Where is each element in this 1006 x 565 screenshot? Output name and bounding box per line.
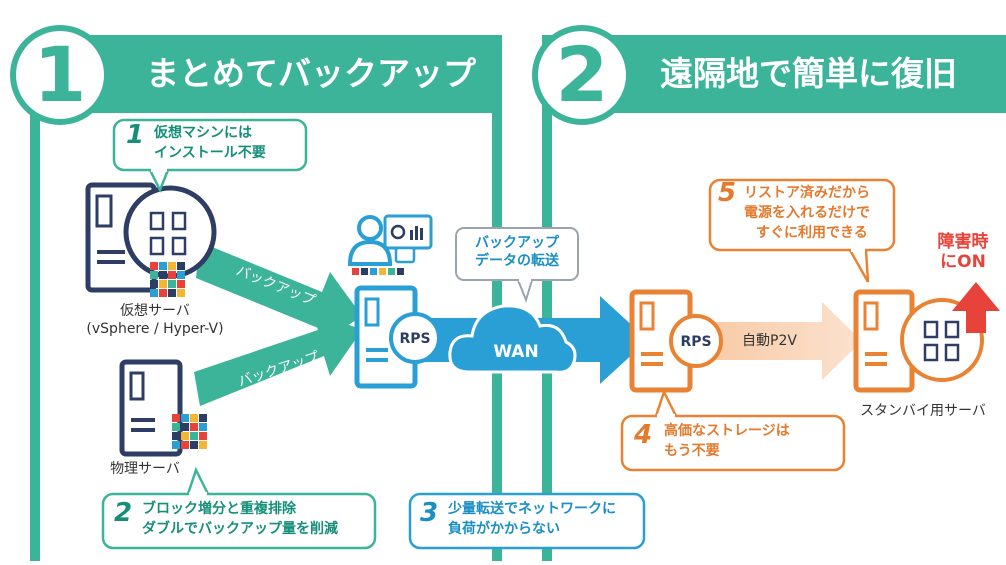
transfer-label: バックアップ データの転送 — [456, 234, 578, 270]
physical-server-label: 物理サーバ — [110, 461, 180, 477]
callout-1-line1: 仮想マシンには — [154, 125, 252, 141]
rps-main-server-icon — [354, 285, 441, 389]
callout-1-number: 1 — [126, 120, 145, 150]
virtual-server-label: 仮想サーバ (vSphere / Hyper-V) — [60, 302, 250, 338]
standby-server-icon — [853, 289, 984, 393]
section-2-title: 遠隔地で簡単に復旧 — [660, 54, 957, 93]
callout-5-number: 5 — [718, 178, 737, 208]
p2v-arrow — [700, 302, 862, 380]
callout-3-line1: 少量転送でネットワークに — [448, 501, 616, 517]
callout-3-box — [408, 492, 646, 550]
transfer-callout-box — [455, 227, 579, 304]
section-1-title: まとめてバックアップ — [146, 54, 476, 93]
callout-5-box — [708, 178, 896, 283]
callout-3-line2: 負荷がかからない — [448, 521, 560, 537]
backup-arrow-bottom — [194, 310, 362, 406]
failure-on-label: 障害時 にON — [928, 232, 998, 272]
callout-1-box — [112, 118, 308, 194]
callout-2-line1: ブロック増分と重複排除 — [142, 501, 296, 517]
callout-4-line1: 高価なストレージは — [664, 423, 790, 439]
rps-remote-label: RPS — [680, 334, 712, 350]
rps-remote-server-icon — [629, 289, 723, 393]
callout-1-line2: インストール不要 — [154, 145, 266, 161]
callout-2-number: 2 — [114, 498, 133, 528]
callout-4-number: 4 — [634, 420, 653, 450]
virtual-server-icon — [85, 182, 217, 293]
failure-on-label-line1: 障害時 — [937, 232, 989, 252]
callout-2-box — [101, 466, 377, 550]
physical-server-icon — [119, 359, 183, 457]
p2v-arrow-label: 自動P2V — [742, 333, 797, 349]
virtual-server-label-line2: (vSphere / Hyper-V) — [86, 321, 224, 337]
data-blocks-icon-2 — [172, 414, 207, 449]
virtual-server-label-line1: 仮想サーバ — [120, 303, 190, 319]
wan-cloud-icon — [448, 304, 577, 374]
callout-4-line2: もう不要 — [664, 443, 720, 459]
data-blocks-icon-1 — [150, 262, 185, 297]
callout-5-line1: リストア済みだから — [744, 185, 870, 201]
callout-4-box — [620, 388, 846, 472]
section-2-number-badge: 2 — [532, 25, 632, 125]
power-on-arrow-icon — [952, 282, 1000, 333]
transfer-label-line1: バックアップ — [475, 235, 559, 251]
callout-2-line2: ダブルでバックアップ量を削減 — [142, 521, 338, 537]
callout-5-line3: すぐに利用できる — [756, 225, 868, 241]
section-1-number-badge: 1 — [10, 25, 110, 125]
wan-label: WAN — [493, 342, 539, 362]
callout-3-number: 3 — [420, 498, 439, 528]
transfer-label-line2: データの転送 — [475, 253, 559, 269]
callout-5-line2: 電源を入れるだけで — [744, 205, 870, 221]
standby-server-label: スタンバイ用サーバ — [860, 403, 986, 419]
rps-main-label: RPS — [399, 331, 431, 347]
failure-on-label-line2: にON — [940, 252, 986, 272]
admin-console-icon — [347, 214, 433, 275]
